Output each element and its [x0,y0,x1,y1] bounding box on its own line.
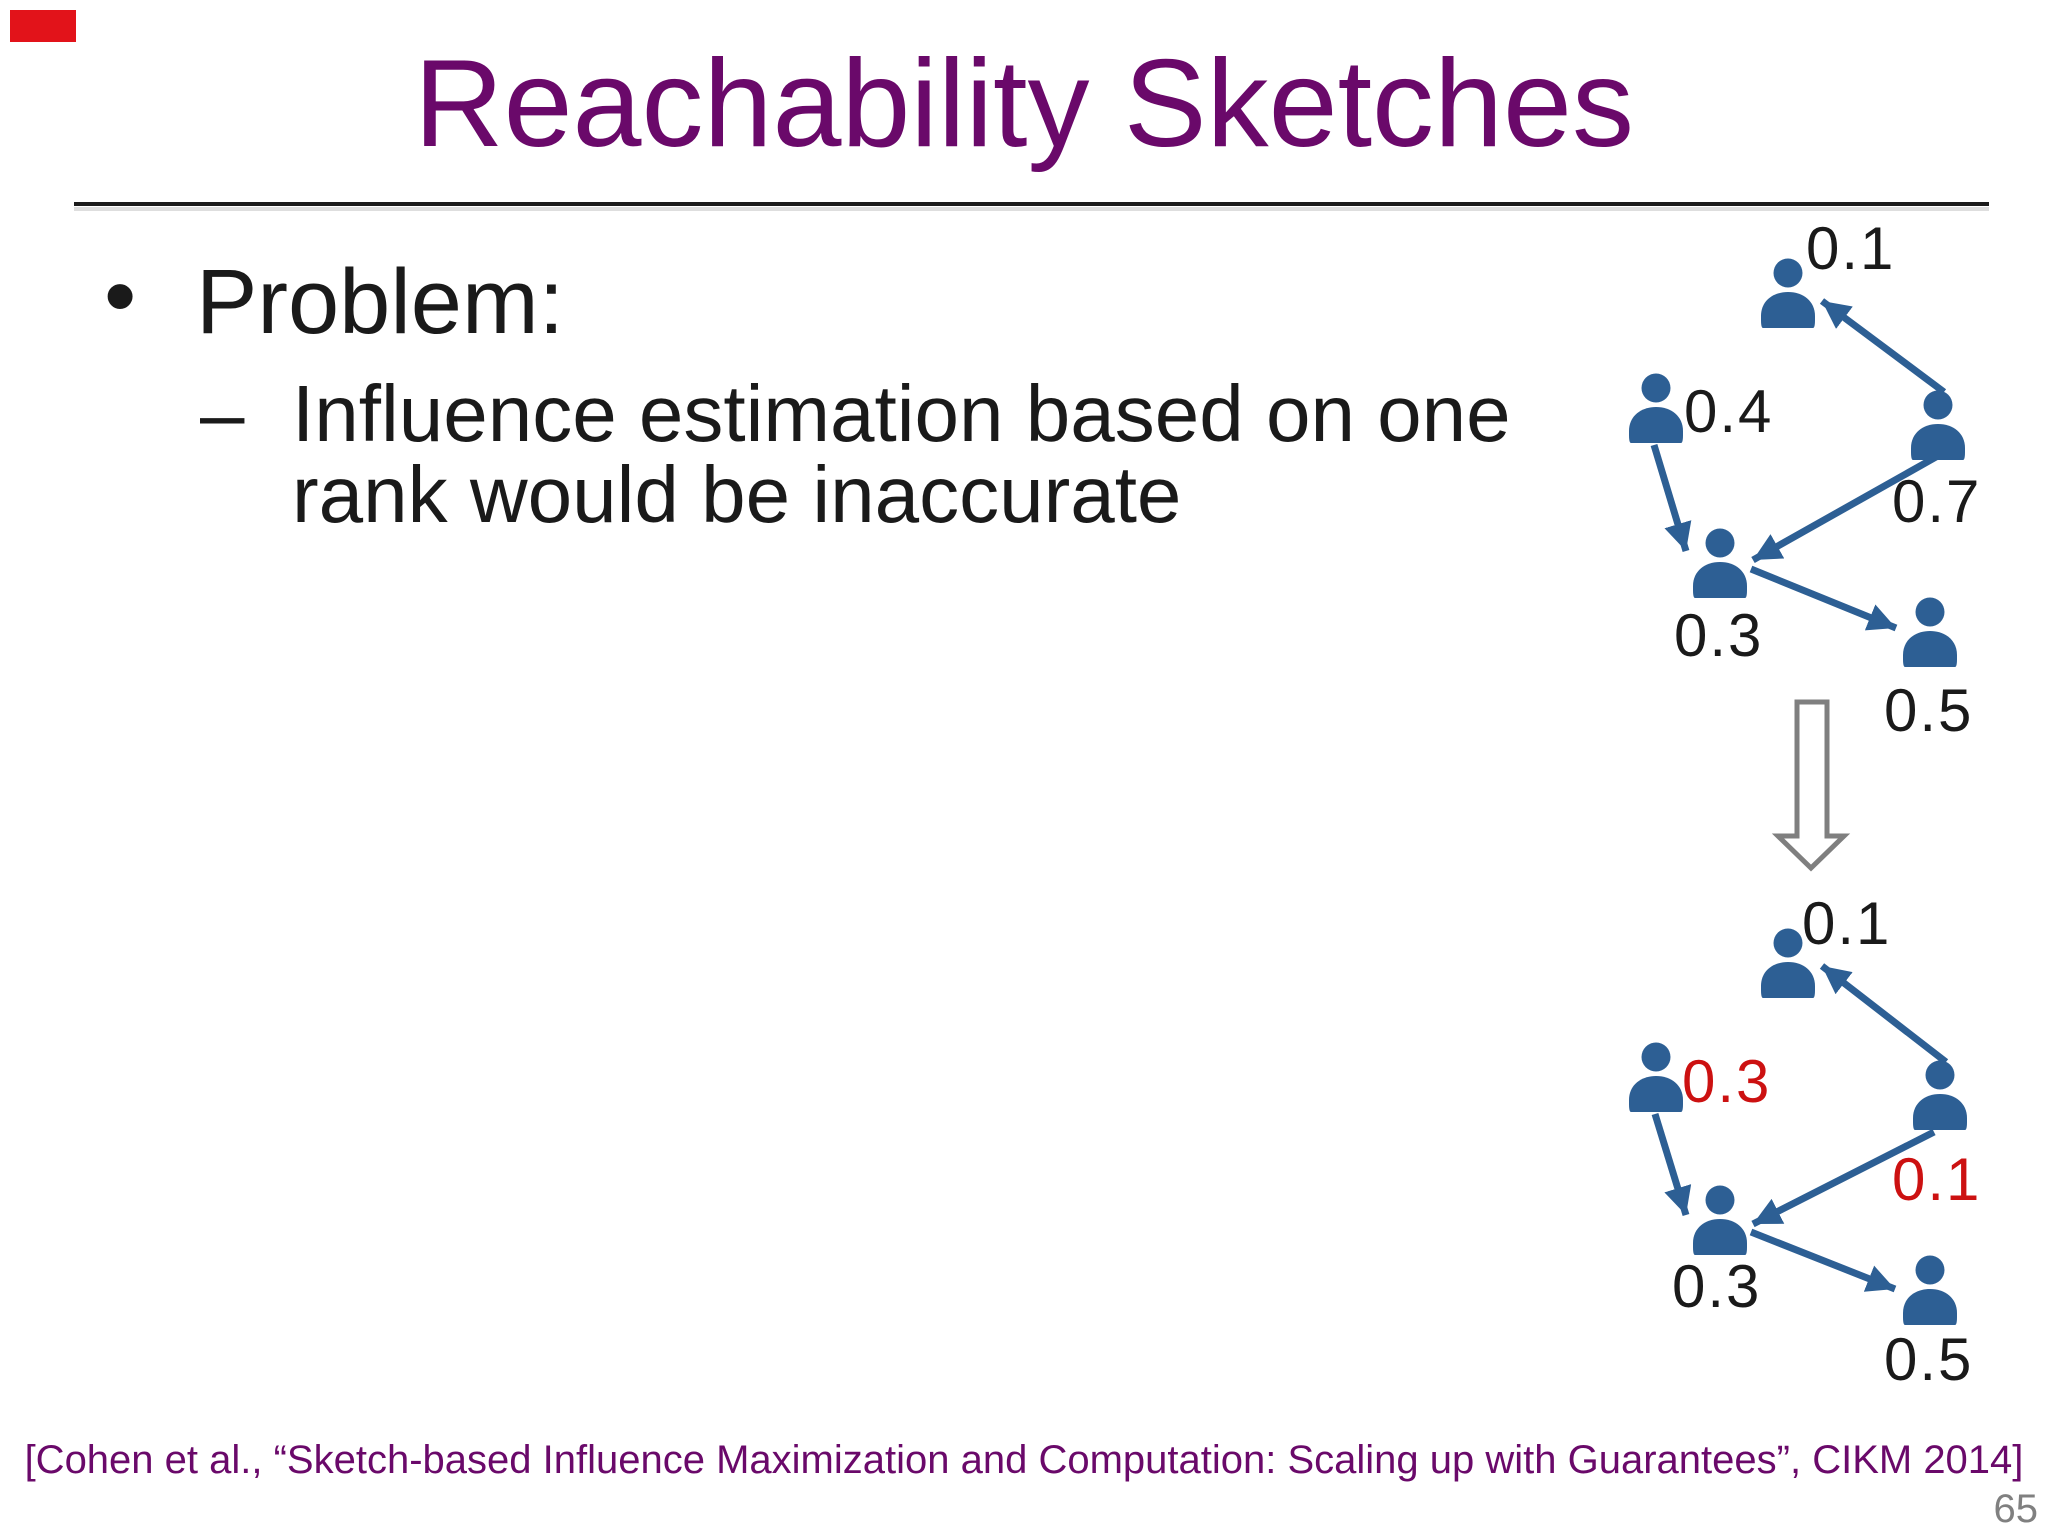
edge-arrow [1650,443,1692,553]
bullet-problem: Problem: [196,251,565,353]
title-underline [74,202,1989,206]
rank-label: 0.7 [1892,468,1982,535]
edge-arrow [1749,1228,1897,1293]
person-icon [1903,597,1957,667]
sub-bullet-line-2: rank would be inaccurate [292,449,1182,539]
sub-bullet-line-1: Influence estimation based on one [292,369,1511,458]
rank-label: 0.5 [1884,677,1974,744]
rank-label: 0.4 [1684,378,1774,445]
person-icon [1913,1060,1967,1130]
bullet-marker: • [104,245,137,347]
sub-bullet-marker: – [200,369,245,458]
page-number: 65 [1993,1487,2039,1531]
person-icon [1629,373,1683,443]
rank-label-highlighted: 0.1 [1892,1146,1982,1213]
person-icon [1911,390,1965,460]
person-icon [1903,1255,1957,1325]
recording-indicator [10,10,76,42]
edge-arrow [1651,1112,1692,1217]
rank-label-highlighted: 0.3 [1682,1048,1772,1115]
sub-bullet-text: Influence estimation based on one rank w… [292,369,1511,539]
transform-down-arrow [1771,699,1851,872]
reachability-graph-figure [1629,258,1967,1325]
edge-arrow [1751,453,1938,564]
citation: [Cohen et al., “Sketch-based Influence M… [24,1438,2024,1482]
edge-arrow [1749,565,1898,632]
page-title: Reachability Sketches [414,35,1634,173]
edge-arrow [1819,963,1949,1065]
rank-label: 0.3 [1672,1253,1762,1320]
edge-arrow [1819,298,1947,395]
rank-label: 0.5 [1884,1326,1974,1393]
rank-label: 0.1 [1806,215,1896,282]
person-icon [1693,528,1747,598]
person-icon [1629,1042,1683,1112]
rank-label: 0.1 [1802,890,1892,957]
edge-arrow [1751,1128,1936,1228]
person-icon [1693,1185,1747,1255]
rank-label: 0.3 [1674,602,1764,669]
